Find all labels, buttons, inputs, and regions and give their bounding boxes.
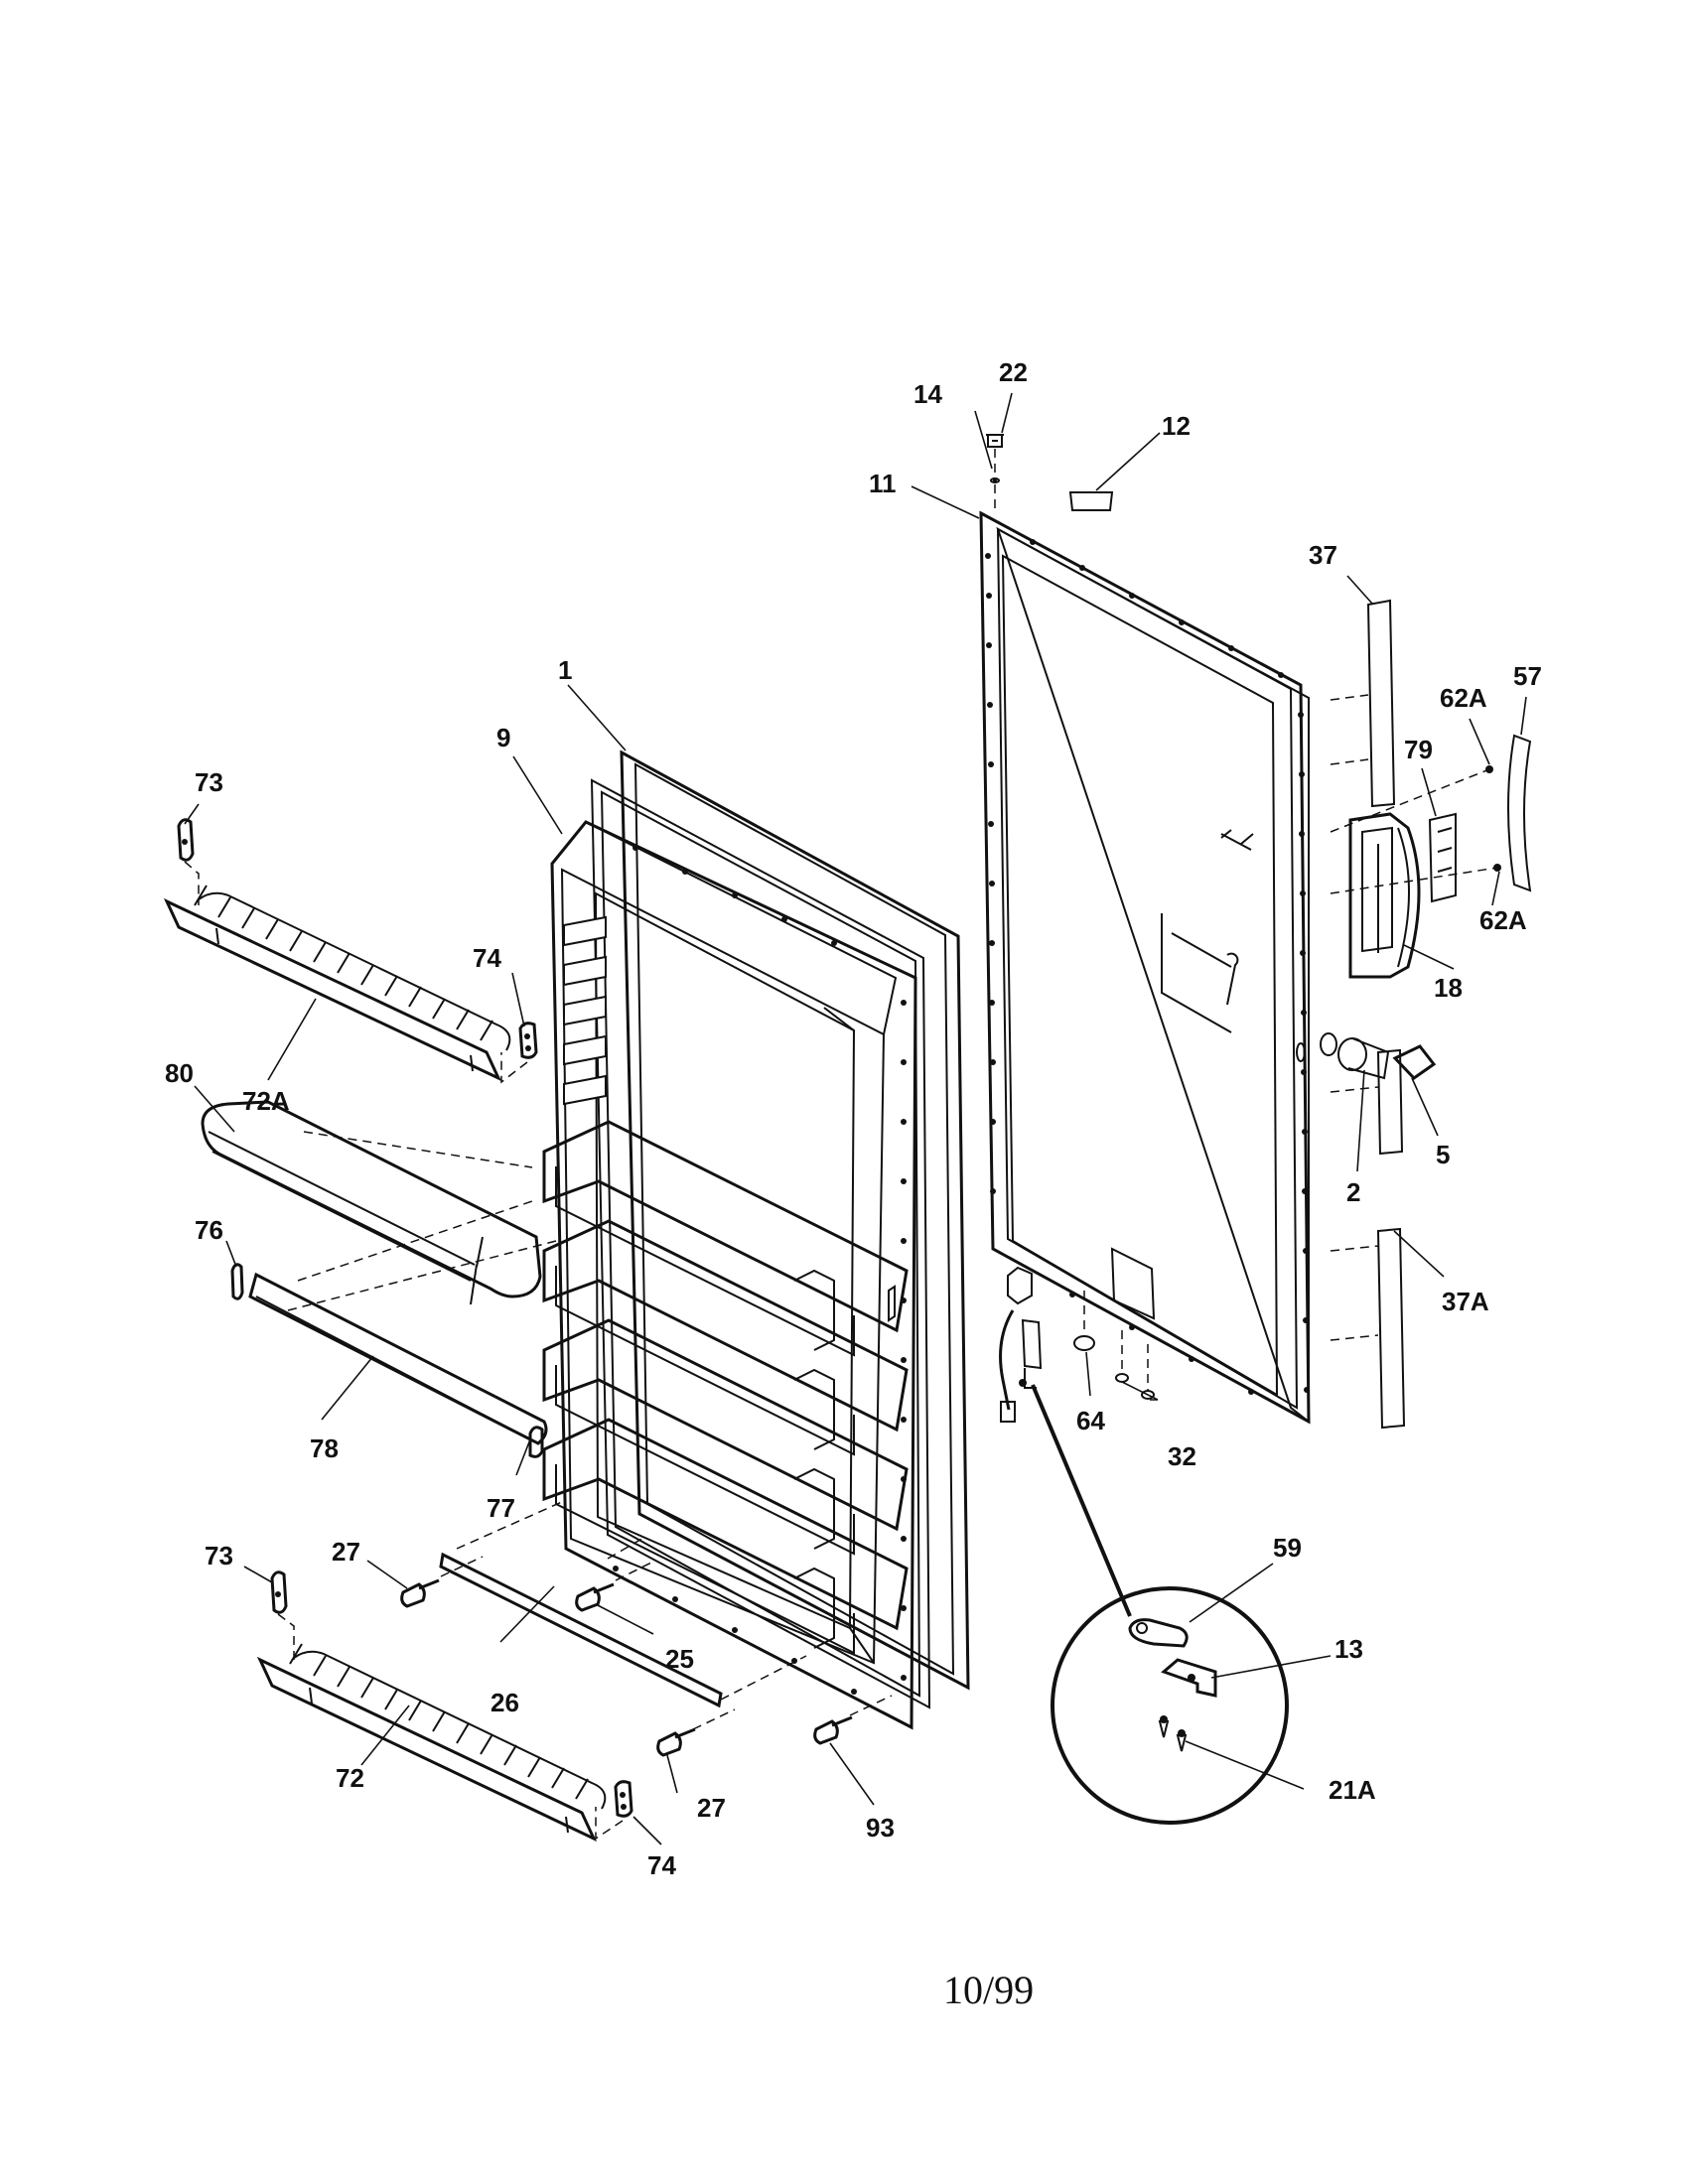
label-25: 25 xyxy=(665,1644,694,1674)
hinge-detail-callout xyxy=(1031,1384,1289,1825)
hinge-bracket-13 xyxy=(1161,1658,1217,1698)
handle-trim-37a xyxy=(1330,1048,1406,1430)
tie-bar-26 xyxy=(439,1552,723,1708)
label-64: 64 xyxy=(1076,1406,1105,1435)
label-13: 13 xyxy=(1334,1634,1363,1664)
hinge-pivot-59 xyxy=(1128,1618,1189,1648)
label-74-bottom: 74 xyxy=(647,1850,676,1880)
end-cap-77 xyxy=(528,1426,544,1458)
bin-rail-78 xyxy=(248,1272,548,1445)
label-12 xyxy=(1068,491,1114,511)
washer-14 xyxy=(990,478,1000,483)
gasket-64 xyxy=(1073,1335,1095,1351)
screw-27-bottom xyxy=(656,1727,696,1757)
label-9: 9 xyxy=(496,723,510,752)
label-12: 12 xyxy=(1162,411,1191,441)
label-14: 14 xyxy=(913,379,942,409)
liner-door-bins xyxy=(542,1120,909,1655)
bottom-hinge-wiring xyxy=(999,1266,1043,1423)
label-32: 32 xyxy=(1168,1441,1196,1471)
label-5: 5 xyxy=(1436,1140,1450,1169)
liner-screw-holes xyxy=(613,845,907,1695)
end-cap-74-top xyxy=(518,1022,538,1059)
label-72a: 72A xyxy=(242,1086,290,1116)
label-21a: 21A xyxy=(1329,1775,1376,1805)
end-cap-73-top xyxy=(177,818,195,862)
label-18: 18 xyxy=(1434,973,1463,1003)
end-cap-76 xyxy=(230,1263,244,1300)
label-73-top: 73 xyxy=(195,767,223,797)
end-cap-73-bottom xyxy=(270,1570,288,1614)
handle-trim-57 xyxy=(1507,734,1532,892)
door-rack-72 xyxy=(256,1643,607,1843)
label-74-top: 74 xyxy=(473,943,501,973)
handle-bracket-79 xyxy=(1428,812,1457,903)
door-liner xyxy=(542,820,917,1730)
date-code: 10/99 xyxy=(943,1968,1034,2012)
label-37: 37 xyxy=(1309,540,1337,570)
top-screw-22 xyxy=(986,434,1004,448)
label-62a-bottom: 62A xyxy=(1479,905,1527,935)
end-cap-74-bottom xyxy=(614,1780,633,1818)
label-73-bottom: 73 xyxy=(205,1541,233,1570)
label-62a-top: 62A xyxy=(1440,683,1487,713)
label-59: 59 xyxy=(1273,1533,1302,1563)
label-1: 1 xyxy=(558,655,572,685)
screws-21a xyxy=(1158,1715,1188,1752)
label-78: 78 xyxy=(310,1433,339,1463)
label-77: 77 xyxy=(487,1493,515,1523)
label-79: 79 xyxy=(1404,735,1433,764)
lock-key-5 xyxy=(1392,1044,1437,1080)
label-57: 57 xyxy=(1513,661,1542,691)
label-27-bottom: 27 xyxy=(697,1793,726,1823)
label-22: 22 xyxy=(999,357,1028,387)
screw-25 xyxy=(575,1582,615,1612)
door-rack-72a xyxy=(163,885,511,1082)
part-labels: 22 14 12 11 37 57 62A 79 62A 18 5 2 37A … xyxy=(165,357,1542,1880)
leader-lines xyxy=(184,392,1527,1845)
screw-27-top xyxy=(400,1578,440,1608)
label-27-top: 27 xyxy=(332,1537,360,1567)
rack-72-ribs xyxy=(289,1643,589,1800)
outer-panel-screw-holes xyxy=(985,539,1310,1395)
label-76: 76 xyxy=(195,1215,223,1245)
label-26: 26 xyxy=(491,1688,519,1717)
handle-18 xyxy=(1348,812,1421,979)
label-80: 80 xyxy=(165,1058,194,1088)
label-72: 72 xyxy=(336,1763,364,1793)
label-11: 11 xyxy=(869,469,897,498)
label-2: 2 xyxy=(1346,1177,1360,1207)
rack-72a-ribs xyxy=(194,885,493,1041)
outer-door-panel xyxy=(979,510,1311,1425)
lock-cylinder-2 xyxy=(1320,1032,1390,1080)
label-93: 93 xyxy=(866,1813,895,1843)
door-bin-80 xyxy=(201,1100,542,1305)
handle-trim-37 xyxy=(1330,599,1396,808)
label-37a: 37A xyxy=(1442,1287,1489,1316)
liner-shelf-slots xyxy=(563,915,607,1106)
screw-93 xyxy=(813,1715,853,1745)
